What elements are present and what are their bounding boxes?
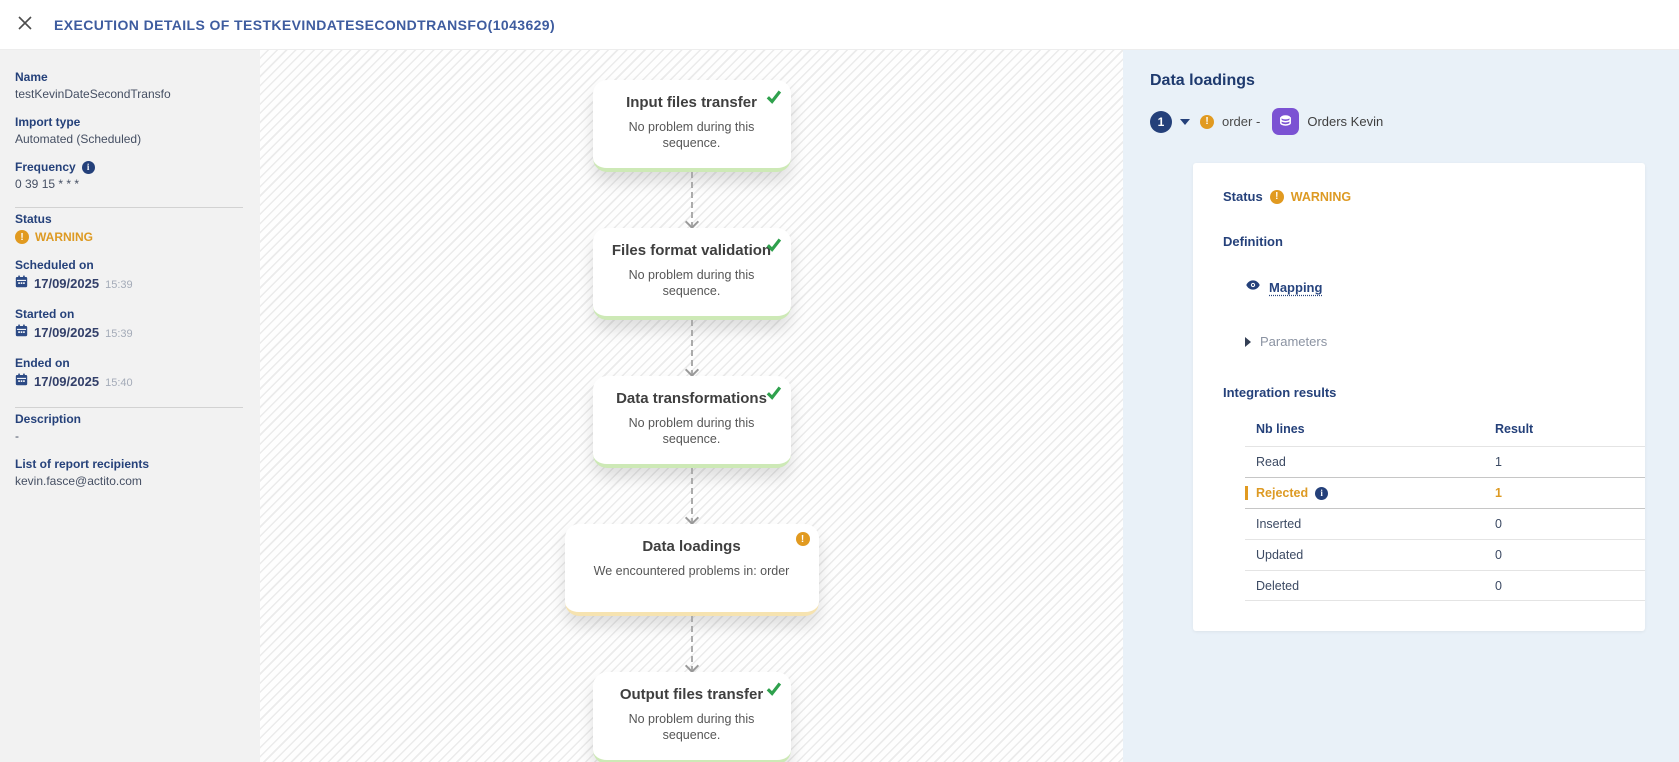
- execution-sidebar: Name testKevinDateSecondTransfo Import t…: [0, 50, 260, 762]
- frequency-label: Frequency i: [15, 160, 244, 174]
- database-icon: [1272, 108, 1300, 135]
- node-message: No problem during this sequence.: [628, 268, 755, 299]
- chevron-right-icon: [1245, 336, 1251, 347]
- table-row-updated: Updated 0: [1245, 539, 1645, 570]
- panel-title: Data loadings: [1150, 72, 1255, 89]
- loading-name: order -: [1222, 114, 1261, 129]
- page-title: EXECUTION DETAILS OF TESTKEVINDATESECOND…: [54, 16, 556, 33]
- chevron-down-icon[interactable]: [1180, 118, 1190, 125]
- started-on-label: Started on: [15, 307, 75, 321]
- panel-status: Status ! WARNING: [1223, 189, 1352, 204]
- started-on-value: 17/09/2025 15:39: [15, 324, 244, 342]
- eye-icon: [1245, 277, 1261, 298]
- check-icon: [765, 680, 782, 702]
- calendar-icon: [15, 373, 28, 391]
- calendar-icon: [15, 324, 28, 342]
- flow-node-data-transformations[interactable]: Data transformations No problem during t…: [592, 376, 791, 468]
- flow-arrow: [690, 616, 693, 672]
- loading-selector: 1 ! order - Orders Kevin: [1150, 108, 1679, 135]
- node-title: Data loadings: [642, 538, 741, 555]
- ended-on-label: Ended on: [15, 356, 70, 370]
- node-message: No problem during this sequence.: [628, 712, 755, 743]
- flow-node-input-files-transfer[interactable]: Input files transfer No problem during t…: [592, 80, 791, 172]
- flow-arrow: [690, 172, 693, 228]
- recipients-value: kevin.fasce@actito.com: [15, 474, 142, 488]
- divider: [15, 207, 243, 208]
- status-label: Status: [15, 212, 52, 226]
- close-button[interactable]: [14, 14, 36, 36]
- close-icon: [17, 15, 33, 34]
- table-header: Nb lines Result: [1256, 422, 1534, 436]
- flow-arrow: [690, 320, 693, 376]
- parameters-toggle[interactable]: Parameters: [1245, 334, 1615, 349]
- info-icon[interactable]: i: [1315, 486, 1329, 500]
- description-label: Description: [15, 412, 82, 426]
- description-value: -: [15, 429, 19, 443]
- check-icon: [765, 88, 782, 110]
- info-icon[interactable]: i: [81, 160, 95, 174]
- check-icon: [765, 236, 782, 258]
- import-type-label: Import type: [15, 115, 81, 129]
- data-loadings-panel: Data loadings 1 ! order - Orders Kevin S…: [1123, 50, 1679, 762]
- warning-icon: !: [1269, 189, 1284, 204]
- flow-arrow: [690, 468, 693, 524]
- recipients-label: List of report recipients: [15, 457, 150, 471]
- check-icon: [765, 384, 782, 406]
- frequency-value: 0 39 15 * * *: [15, 177, 80, 191]
- calendar-icon: [15, 275, 28, 293]
- warning-icon: !: [795, 532, 810, 546]
- mapping-link[interactable]: Mapping: [1245, 277, 1615, 298]
- node-message: We encountered problems in: order: [593, 564, 790, 578]
- alert-bar: [1245, 486, 1248, 500]
- node-message: No problem during this sequence.: [628, 120, 755, 151]
- table-row-inserted: Inserted 0: [1245, 508, 1645, 539]
- scheduled-on-value: 17/09/2025 15:39: [15, 275, 244, 293]
- import-type-value: Automated (Scheduled): [15, 132, 142, 146]
- flow-node-output-files-transfer[interactable]: Output files transfer No problem during …: [592, 672, 791, 762]
- node-title: Input files transfer: [626, 94, 757, 111]
- node-title: Files format validation: [611, 242, 772, 259]
- status-badge: ! WARNING: [15, 230, 244, 244]
- integration-results-table: Nb lines Result Read 1 Rejected i 1 Ins: [1245, 422, 1645, 601]
- ended-on-value: 17/09/2025 15:40: [15, 373, 244, 391]
- name-label: Name: [15, 70, 48, 84]
- table-row-deleted: Deleted 0: [1245, 570, 1645, 601]
- name-value: testKevinDateSecondTransfo: [15, 87, 171, 101]
- header: EXECUTION DETAILS OF TESTKEVINDATESECOND…: [0, 0, 1679, 50]
- table-name: Orders Kevin: [1307, 114, 1384, 129]
- node-title: Output files transfer: [619, 686, 764, 703]
- warning-icon: !: [15, 230, 29, 244]
- warning-icon: !: [1200, 114, 1214, 129]
- loading-detail-card: Status ! WARNING Definition Mapping Para…: [1193, 163, 1645, 631]
- node-title: Data transformations: [616, 390, 767, 407]
- node-message: No problem during this sequence.: [628, 416, 755, 447]
- divider: [15, 407, 243, 408]
- flow-node-data-loadings[interactable]: Data loadings We encountered problems in…: [564, 524, 819, 616]
- definition-label: Definition: [1223, 234, 1283, 249]
- flow-node-files-format-validation[interactable]: Files format validation No problem durin…: [592, 228, 791, 320]
- integration-results-label: Integration results: [1223, 385, 1337, 400]
- scheduled-on-label: Scheduled on: [15, 258, 94, 272]
- table-row-read: Read 1: [1245, 446, 1645, 477]
- execution-flow-diagram: Input files transfer No problem during t…: [260, 50, 1123, 762]
- loading-index-badge[interactable]: 1: [1150, 110, 1172, 133]
- table-row-rejected: Rejected i 1: [1245, 477, 1645, 508]
